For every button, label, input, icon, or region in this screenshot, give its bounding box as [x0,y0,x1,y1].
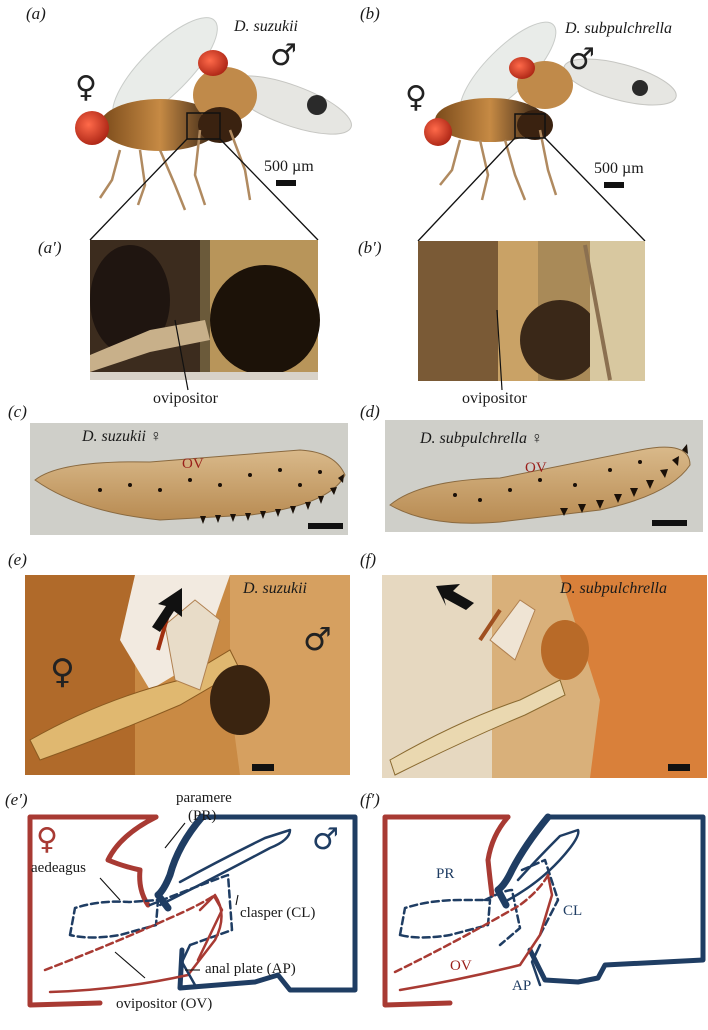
female-symbol-e-prime: ♀ [36,822,58,857]
ovipositor-photo-suzukii [30,423,348,535]
fly-photo-subpulchrella [424,21,677,201]
ov-label-f-prime: OV [450,958,472,974]
species-label-c: D. suzukii ♀ [82,428,162,445]
panel-label-a: (a) [26,4,46,23]
pr-label: PR [436,866,455,882]
species-label-a: D. suzukii [234,18,298,35]
panel-label-b: (b) [360,4,380,23]
zoom-photo-a [90,240,320,380]
scale-label-b: 500 µm [594,160,644,177]
panel-label-f-prime: (f′) [360,790,380,809]
species-label-f: D. subpulchrella [560,580,667,597]
female-symbol-e: ♀ [50,652,75,692]
paramere-abbr-label: (PR) [188,808,217,824]
species-label-b: D. subpulchrella [565,20,672,37]
panel-label-c: (c) [8,402,27,421]
genitalia-photo-subpulchrella [382,575,707,778]
ov-label-c: OV [182,456,204,472]
panel-label-b-prime: (b′) [358,238,382,257]
anal-plate-label: anal plate (AP) [205,961,296,977]
panel-label-e-prime: (e′) [5,790,28,809]
ovipositor-pointer-a [174,319,189,391]
scale-bar-c [308,523,343,529]
species-label-e: D. suzukii [243,580,307,597]
male-symbol-a: ♂ [270,38,297,73]
female-symbol-b: ♀ [405,80,427,115]
scale-bar-f [668,764,690,771]
ap-label: AP [512,978,532,994]
fly-photo-suzukii [75,17,352,211]
scale-label-a: 500 µm [264,158,314,175]
scale-bar-e [252,764,274,771]
paramere-label: paramere [176,790,232,806]
ovipositor-ov-label: ovipositor (OV) [116,996,213,1012]
cl-label: CL [563,903,583,919]
ov-label-d: OV [525,460,547,476]
scale-bar-a [276,180,296,186]
schematic-e-pointers [99,822,239,979]
female-symbol-a: ♀ [75,70,97,105]
aedeagus-label: aedeagus [31,860,86,876]
panel-label-f: (f) [360,550,377,569]
ovipositor-pointer-b [496,309,503,391]
species-label-d: D. subpulchrella ♀ [420,430,543,447]
ovipositor-label-a: ovipositor [153,390,218,407]
clasper-label: clasper (CL) [240,905,316,921]
panel-label-a-prime: (a′) [38,238,62,257]
panel-label-e: (e) [8,550,27,569]
scale-bar-d [652,520,687,526]
male-symbol-b: ♂ [568,42,595,77]
schematic-subpulchrella [382,813,706,1008]
scale-bar-b [604,182,624,188]
ovipositor-label-b: ovipositor [462,390,527,407]
schematic-suzukii [27,813,358,1008]
ovipositor-photo-subpulchrella [385,420,703,532]
male-symbol-e-prime: ♂ [312,822,339,857]
male-symbol-e: ♂ [303,620,332,658]
zoom-lines [89,137,646,242]
panel-label-d: (d) [360,402,380,421]
genitalia-photo-suzukii [25,575,350,775]
zoom-photo-b [418,241,645,381]
